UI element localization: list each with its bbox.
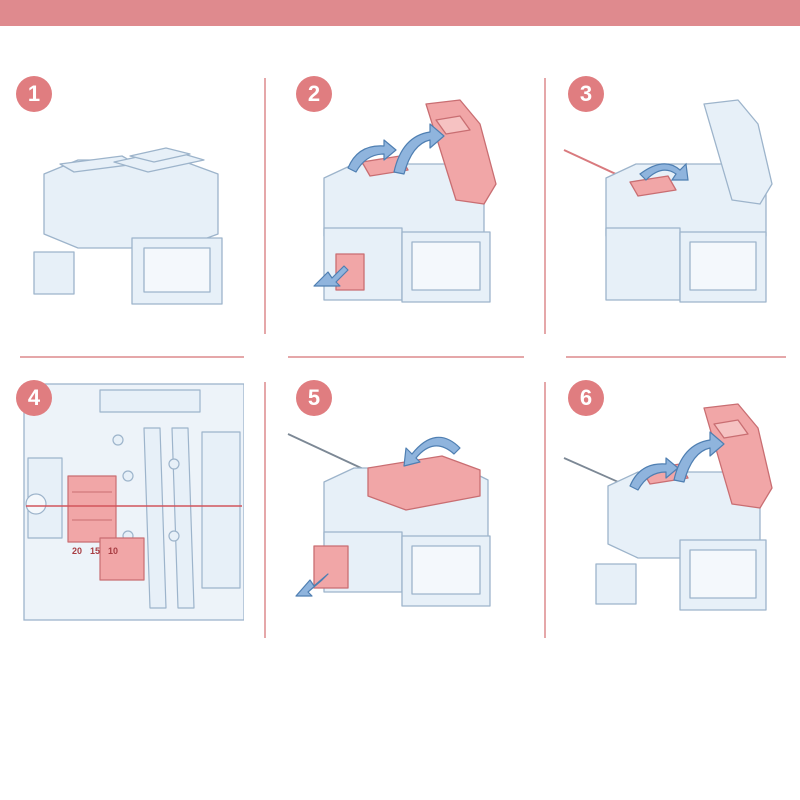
step-5-badge: 5 [296, 380, 332, 416]
bin-opening [143, 247, 211, 293]
divider-vertical-bottom-left [264, 382, 266, 638]
clamp-housing [605, 227, 681, 301]
scale-tab [99, 537, 145, 581]
divider-horizontal-middle [288, 356, 524, 358]
step-3-panel: 3 [556, 64, 796, 334]
step-1-illustration [33, 147, 223, 305]
arrow-push-clamp [313, 265, 349, 287]
bin-opening [411, 241, 481, 291]
ruler-label-20: 20 [72, 546, 82, 556]
arrow-open-lid [393, 123, 445, 175]
clamp [33, 251, 75, 295]
step-5-panel: 5 [284, 368, 524, 638]
step-1-panel: 1 [4, 64, 244, 334]
fiber-line [287, 433, 375, 475]
step-3-badge: 3 [568, 76, 604, 112]
screw-5 [168, 530, 180, 542]
step-3-illustration [563, 99, 773, 303]
step-2-panel: 2 [284, 64, 524, 334]
bin-opening [689, 549, 757, 599]
step-6-illustration [563, 403, 773, 611]
divider-horizontal-left [20, 356, 244, 358]
divider-vertical-top-right [544, 78, 546, 334]
blade-right [171, 427, 195, 609]
ruler-label-10: 10 [108, 546, 118, 556]
step-1-badge: 1 [16, 76, 52, 112]
bin-opening [689, 241, 757, 291]
ruler-label-15: 15 [90, 546, 100, 556]
arrow-place-fiber [639, 162, 689, 181]
top-bracket [99, 389, 201, 413]
step-4-badge: 4 [16, 380, 52, 416]
step-5-illustration [287, 433, 491, 607]
step-4-illustration: 20 15 10 [23, 383, 244, 621]
fiber-holder-scale [67, 475, 117, 543]
arrow-open-lid [673, 431, 725, 483]
step-6-panel: 6 [556, 368, 796, 638]
right-housing [201, 431, 241, 589]
lid-closed [367, 455, 481, 511]
screw-2 [122, 470, 134, 482]
lid-opened [703, 99, 773, 205]
blade-left [143, 427, 167, 609]
divider-vertical-top-left [264, 78, 266, 334]
arrow-open-holder [629, 457, 679, 491]
left-guide [27, 457, 63, 539]
arrow-open-holder [347, 139, 397, 173]
screw-1 [112, 434, 124, 446]
clamp [595, 563, 637, 605]
lid-window [435, 115, 471, 135]
header-bar [0, 0, 800, 26]
step-4-panel: 4 20 15 10 [4, 368, 244, 638]
divider-horizontal-right [566, 356, 786, 358]
arrow-close-lid [403, 436, 461, 467]
divider-vertical-bottom-right [544, 382, 546, 638]
device-body [43, 159, 219, 249]
lid-window [713, 419, 749, 439]
step-2-illustration [313, 99, 497, 303]
clamp-released [313, 545, 349, 589]
screw-hole [25, 493, 47, 515]
step-6-badge: 6 [568, 380, 604, 416]
step-2-badge: 2 [296, 76, 332, 112]
screw-3 [168, 458, 180, 470]
lid-window [129, 147, 191, 163]
fiber-holder-highlight [629, 175, 677, 197]
arrow-release-clamp [295, 573, 329, 597]
bin-opening [411, 545, 481, 595]
